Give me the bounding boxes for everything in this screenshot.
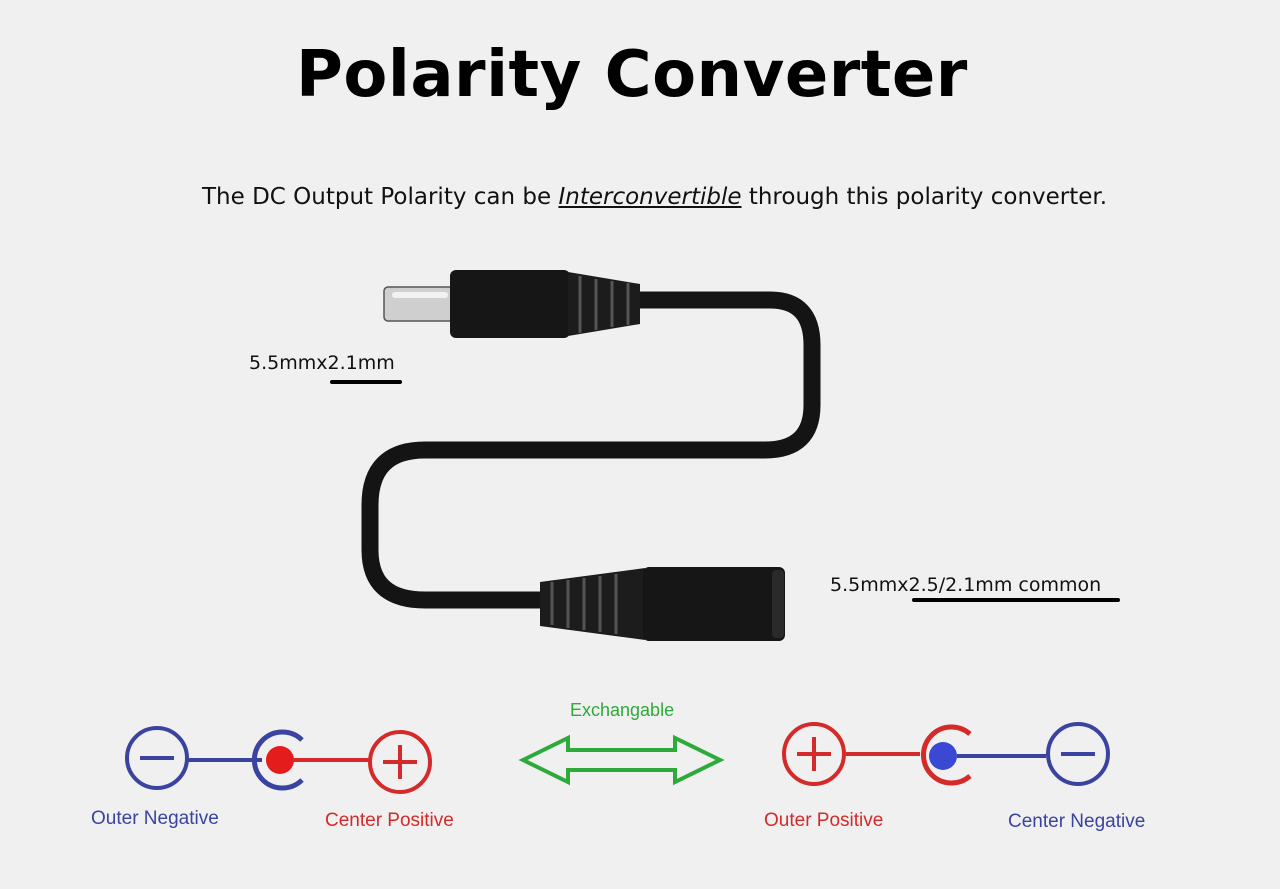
jack-rim [772,570,784,638]
page-title: Polarity Converter [296,38,968,112]
subtitle-before: The DC Output Polarity can be [202,184,559,210]
plug-grip-ridges [578,276,630,333]
exchange-label: Exchangable [570,700,675,720]
right-center-pin-icon [929,742,957,770]
left-sleeve-c [251,729,304,791]
subtitle-after: through this polarity converter. [741,184,1108,210]
right-outer-label: Outer Positive [764,810,884,831]
dc-jack [540,567,785,641]
right-sleeve-c [920,724,972,786]
cable [361,291,821,609]
left-polarity-symbol [125,726,432,794]
plug-pin-shine [392,292,448,298]
dc-plug [383,270,640,338]
plug-size-underline [330,380,402,384]
left-center-positive-icon [368,730,432,794]
subtitle: The DC Output Polarity can be Interconve… [202,184,1107,210]
right-center-negative-icon [1046,722,1110,786]
exchange-arrow-icon [518,734,725,786]
left-outer-negative-icon [125,726,189,790]
subtitle-emphasis: Interconvertible [558,184,742,210]
jack-size-underline [912,598,1120,602]
jack-grip-ridges [550,574,618,634]
right-center-label: Center Negative [1008,811,1146,832]
left-center-label: Center Positive [325,810,454,831]
right-outer-positive-icon [782,722,846,786]
jack-size-label: 5.5mmx2.5/2.1mm common [830,574,1102,596]
right-polarity-symbol [782,722,1110,786]
jack-strain-relief [540,568,645,640]
plug-strain-relief [568,272,640,336]
left-outer-label: Outer Negative [91,808,219,829]
plug-size-label: 5.5mmx2.1mm [249,352,395,374]
plug-body [450,270,570,338]
jack-body [643,567,785,641]
left-center-pin-icon [266,746,294,774]
